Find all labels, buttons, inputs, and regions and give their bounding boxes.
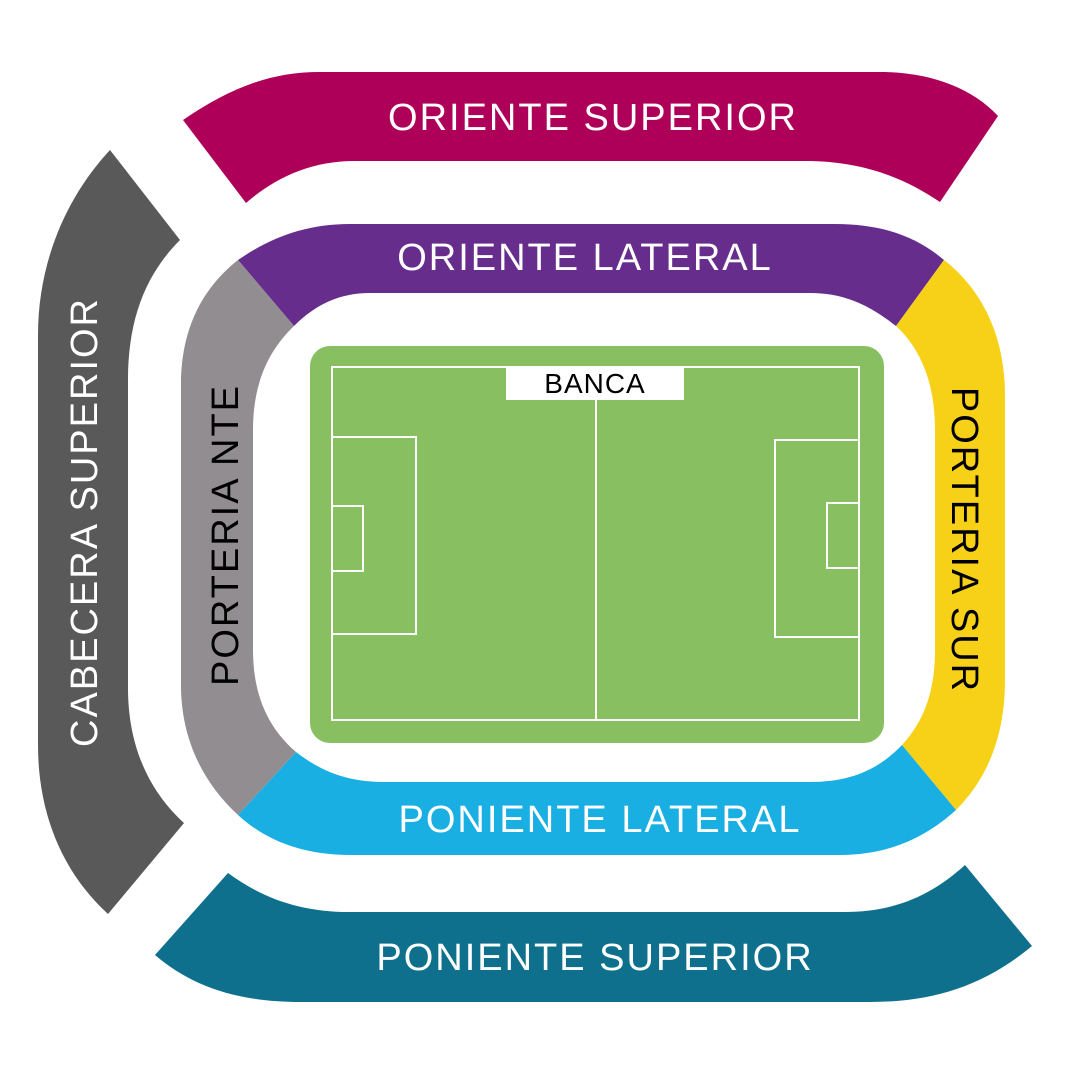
section-oriente-superior-label: ORIENTE SUPERIOR xyxy=(388,97,798,139)
section-poniente-superior[interactable]: PONIENTE SUPERIOR xyxy=(155,865,1032,1002)
section-porteria-nte-label: PORTERIA NTE xyxy=(205,384,247,686)
right-goal-area xyxy=(826,502,860,569)
section-poniente-lateral[interactable]: PONIENTE LATERAL xyxy=(238,745,956,855)
section-porteria-nte-shape[interactable] xyxy=(181,260,296,815)
section-oriente-lateral-label: ORIENTE LATERAL xyxy=(397,237,773,279)
soccer-field: BANCA xyxy=(310,346,884,743)
section-cabecera-superior[interactable]: CABECERA SUPERIOR xyxy=(38,150,184,914)
section-cabecera-superior-shape[interactable] xyxy=(38,150,184,914)
banca-box[interactable] xyxy=(506,367,684,400)
banca-area[interactable]: BANCA xyxy=(506,367,684,400)
section-oriente-lateral[interactable]: ORIENTE LATERAL xyxy=(238,224,944,326)
section-oriente-superior[interactable]: ORIENTE SUPERIOR xyxy=(183,72,998,203)
banca-label: BANCA xyxy=(544,368,645,399)
section-poniente-lateral-label: PONIENTE LATERAL xyxy=(399,799,802,841)
section-oriente-superior-shape[interactable] xyxy=(183,72,998,203)
section-poniente-superior-shape[interactable] xyxy=(155,865,1032,1002)
section-oriente-lateral-shape[interactable] xyxy=(238,224,944,326)
section-poniente-superior-label: PONIENTE SUPERIOR xyxy=(376,937,813,979)
section-poniente-lateral-shape[interactable] xyxy=(238,745,956,855)
left-goal-area xyxy=(331,505,364,572)
section-porteria-sur-label: PORTERIA SUR xyxy=(943,387,985,693)
section-porteria-nte[interactable]: PORTERIA NTE xyxy=(181,260,296,815)
section-cabecera-superior-label: CABECERA SUPERIOR xyxy=(64,297,106,747)
section-porteria-sur-shape[interactable] xyxy=(896,260,1005,810)
section-porteria-sur[interactable]: PORTERIA SUR xyxy=(896,260,1005,810)
